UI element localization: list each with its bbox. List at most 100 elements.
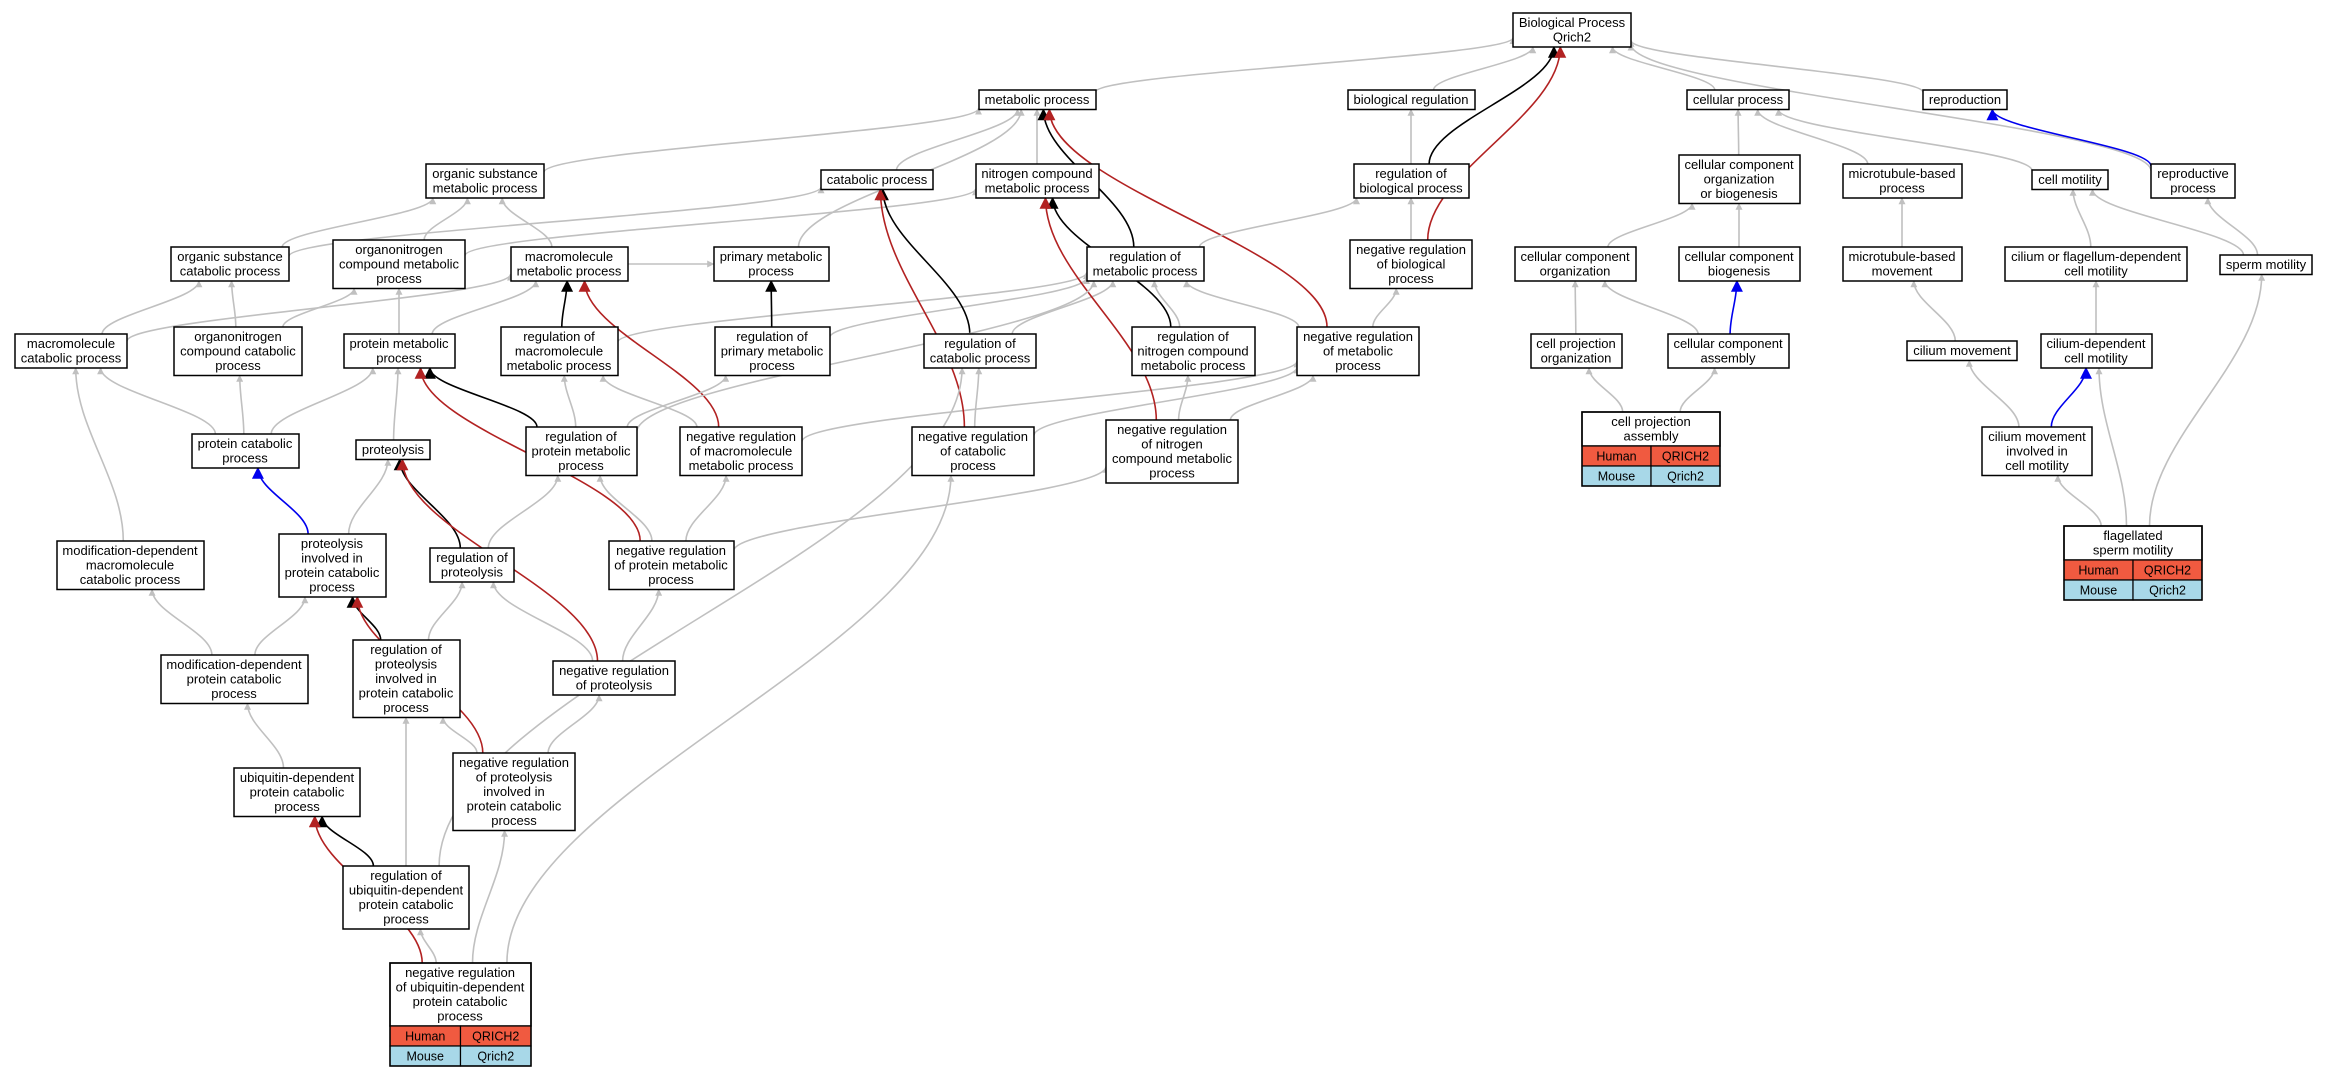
default-edge: [1627, 43, 2152, 172]
gene-symbol[interactable]: QRICH2: [1662, 450, 1709, 464]
node-label-line: process: [491, 813, 537, 828]
gene-symbol[interactable]: QRICH2: [472, 1030, 519, 1044]
default-edge: [228, 280, 237, 328]
negative-edge: [578, 279, 720, 428]
default-edge: [621, 588, 663, 662]
node-label-line: compound metabolic: [339, 257, 459, 272]
node-label-line: regulation of: [370, 642, 442, 657]
node-label-line: protein catabolic: [413, 994, 508, 1009]
gene-symbol[interactable]: Qrich2: [1667, 470, 1704, 484]
default-edge: [487, 474, 562, 549]
node-label-line: process: [376, 351, 422, 366]
node-label-line: process: [748, 264, 794, 279]
node-label-line: protein catabolic: [198, 436, 293, 451]
go-term-node[interactable]: metabolic process: [978, 89, 1097, 111]
node-label-line: negative regulation: [616, 543, 726, 558]
node-label-line: proteolysis: [441, 565, 504, 580]
node-label-line: macromolecule: [27, 336, 115, 351]
default-edge: [1094, 36, 1517, 93]
node-label-line: Biological Process: [1519, 15, 1626, 30]
node-label-line: metabolic process: [507, 358, 612, 373]
go-term-node[interactable]: modification-dependentmacromoleculecatab…: [56, 540, 205, 591]
node-label-line: ubiquitin-dependent: [349, 883, 464, 898]
gene-symbol[interactable]: Qrich2: [477, 1050, 514, 1064]
go-term-node[interactable]: cellular process: [1686, 89, 1790, 111]
go-term-node[interactable]: reproduction: [1922, 89, 2008, 111]
node-label-line: cell motility: [2038, 172, 2102, 187]
node-label-line: of catabolic: [940, 444, 1006, 459]
node-label-line: modification-dependent: [166, 657, 302, 672]
go-term-node[interactable]: sperm motility: [2219, 254, 2313, 276]
default-edge: [288, 186, 825, 258]
node-label-line: assembly: [1624, 429, 1679, 444]
node-label-line: organic substance: [432, 166, 538, 181]
default-edge: [2069, 188, 2092, 248]
node-label-line: biological regulation: [1354, 92, 1469, 107]
default-edge: [1177, 374, 1192, 421]
default-edge: [685, 474, 730, 542]
node-label-line: biological process: [1359, 181, 1463, 196]
go-term-node[interactable]: cilium movement: [1906, 340, 2018, 362]
go-term-node[interactable]: biological regulation: [1347, 89, 1476, 111]
go-term-node[interactable]: cell motility: [2031, 169, 2109, 191]
default-edge: [2204, 197, 2259, 256]
default-edge: [1229, 374, 1317, 421]
node-label-line: macromolecule: [86, 558, 174, 573]
node-label-line: organization: [1541, 351, 1612, 366]
node-label-line: metabolic process: [985, 181, 1090, 196]
node-label-line: of macromolecule: [690, 444, 793, 459]
node-label-line: regulation of: [1375, 166, 1447, 181]
gene-symbol[interactable]: Qrich2: [2149, 584, 2186, 598]
go-term-node[interactable]: regulation ofubiquitin-dependentprotein …: [342, 865, 470, 930]
go-term-node[interactable]: catabolic process: [820, 169, 934, 191]
go-term-node[interactable]: proteolysis: [355, 439, 431, 461]
gene-symbol[interactable]: QRICH2: [2144, 564, 2191, 578]
